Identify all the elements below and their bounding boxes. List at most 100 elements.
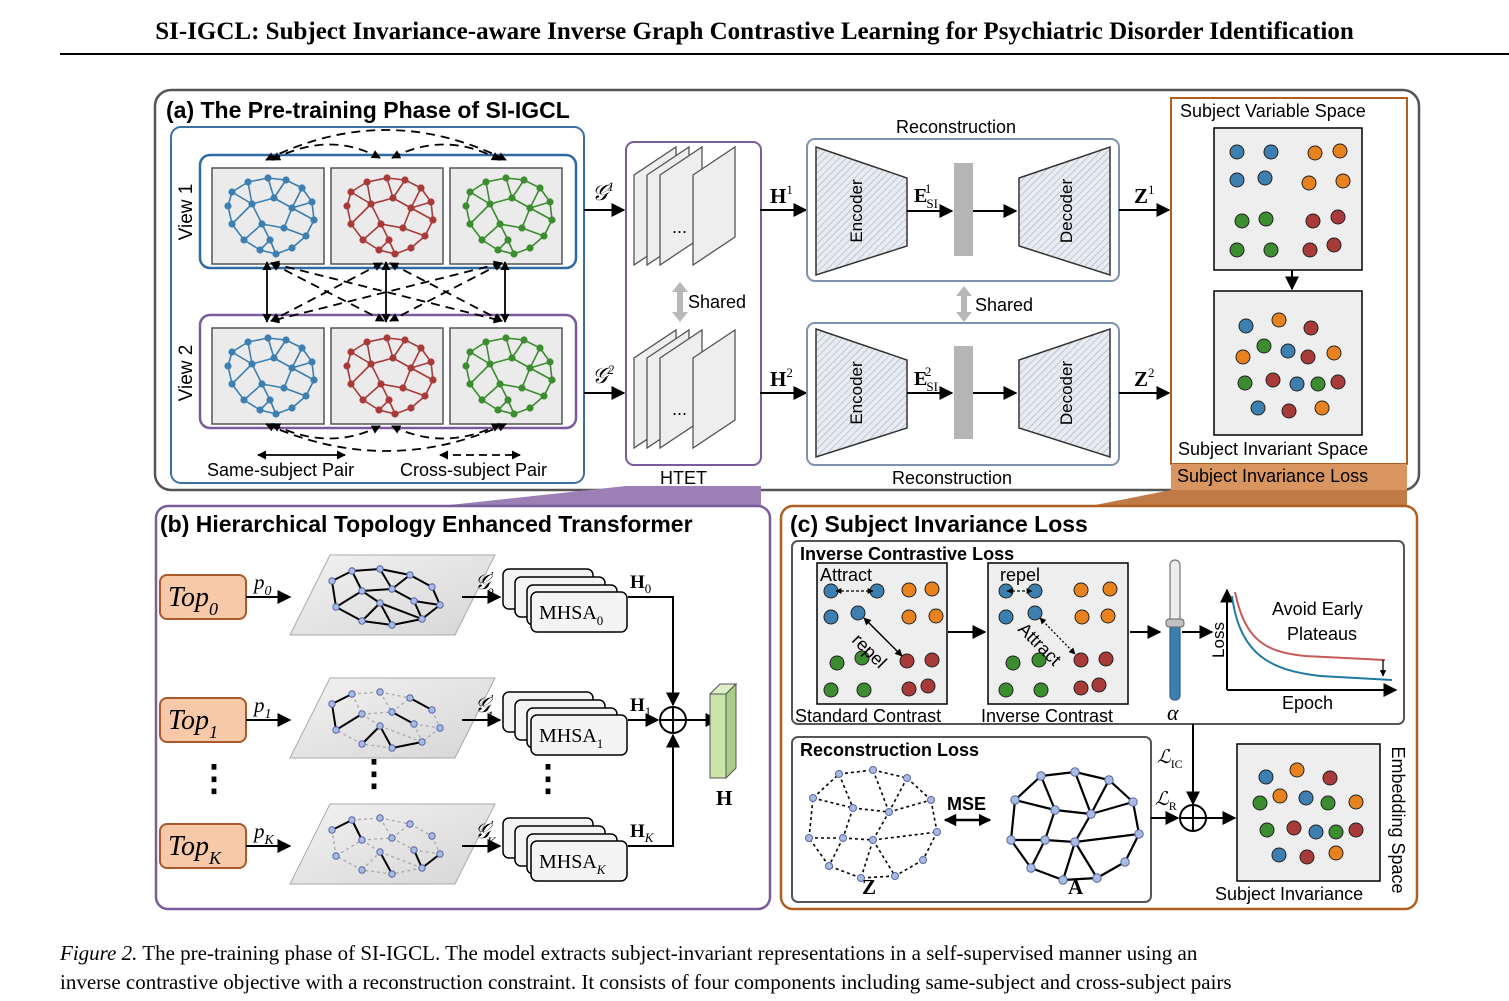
g2-label: 𝒢2 bbox=[592, 362, 615, 388]
h-label: H1 bbox=[630, 695, 651, 719]
embedding-point bbox=[1250, 400, 1266, 416]
embedding-point bbox=[1229, 144, 1245, 160]
htet-shared-arrow bbox=[672, 282, 688, 322]
icl-box bbox=[791, 540, 1405, 725]
htet-layer-stacks bbox=[633, 145, 736, 450]
attract-label-1: Attract bbox=[820, 565, 872, 585]
g1-label: 𝒢1 bbox=[592, 179, 614, 205]
lic-label: ℒIC bbox=[1157, 747, 1183, 771]
embedding-point bbox=[1348, 794, 1364, 810]
g-label: 𝒢′0 bbox=[475, 570, 494, 600]
embedding-point bbox=[1330, 374, 1346, 390]
subject-invariance-label: Subject Invariance bbox=[1215, 884, 1363, 904]
embedding-point bbox=[1326, 237, 1342, 253]
contrast-point bbox=[850, 605, 866, 621]
caption-text-1: The pre-training phase of SI-IGCL. The m… bbox=[137, 941, 1198, 965]
embedding-point bbox=[1310, 376, 1326, 392]
h-label: HK bbox=[630, 821, 655, 845]
contrast-point bbox=[1073, 652, 1089, 668]
lr-label: ℒR bbox=[1155, 789, 1177, 813]
embedding-point bbox=[1265, 372, 1281, 388]
contrast-point bbox=[823, 583, 839, 599]
contrast-point bbox=[924, 652, 940, 668]
embedding-point bbox=[1235, 349, 1251, 365]
contrast-point bbox=[1005, 655, 1021, 671]
view1-label: View 1 bbox=[176, 184, 197, 241]
p-label: pK bbox=[252, 819, 275, 848]
contrast-point bbox=[901, 681, 917, 697]
repel-label-2: repel bbox=[1000, 565, 1040, 585]
h-output-bar bbox=[708, 682, 738, 780]
ae-shared-arrow bbox=[956, 286, 972, 322]
esi1-label: ESI1 bbox=[914, 181, 938, 211]
contrast-point bbox=[1073, 680, 1089, 696]
embedding-point bbox=[1299, 849, 1315, 865]
h1-label: H1 bbox=[770, 182, 793, 208]
embedding-point bbox=[1305, 213, 1321, 229]
avoid-label-1: Avoid Early bbox=[1272, 599, 1363, 619]
embedding-point bbox=[1322, 770, 1338, 786]
graph-plane bbox=[289, 803, 496, 885]
embedding-point bbox=[1256, 338, 1272, 354]
decoder1-trapezoid bbox=[1018, 145, 1111, 277]
panel-c-frame bbox=[779, 504, 1419, 911]
contrast-point bbox=[899, 653, 915, 669]
contrast-point bbox=[1074, 609, 1090, 625]
embedding-space-label: Embedding Space bbox=[1388, 746, 1408, 893]
embedding-point bbox=[1307, 145, 1323, 161]
variable-space-label: Subject Variable Space bbox=[1180, 101, 1366, 121]
embedding-point bbox=[1300, 349, 1316, 365]
embedding-point bbox=[1252, 795, 1268, 811]
mhsa-block bbox=[530, 591, 628, 633]
encoder2-trapezoid bbox=[815, 327, 908, 459]
embedding-point bbox=[1289, 376, 1305, 392]
htet-box bbox=[625, 141, 762, 466]
contrast-point bbox=[823, 609, 839, 625]
invariance-loss-label: Subject Invariance Loss bbox=[1177, 466, 1368, 486]
loss-curve-teal bbox=[1231, 595, 1393, 681]
htet-zoom-funnel bbox=[440, 486, 761, 506]
a-label: A bbox=[1068, 875, 1084, 899]
panel-a: (a) The Pre-training Phase of SI-IGCL Vi… bbox=[153, 88, 1421, 492]
z-graph bbox=[805, 766, 941, 882]
embedding-point bbox=[1308, 824, 1324, 840]
inverse-contrast-label: Inverse Contrast bbox=[981, 706, 1113, 726]
top-label: Top1 bbox=[168, 705, 218, 742]
brain-graph bbox=[211, 167, 325, 265]
embedding-point bbox=[1348, 822, 1364, 838]
pairs-region bbox=[170, 126, 585, 484]
icl-title: Inverse Contrastive Loss bbox=[800, 544, 1014, 564]
contrast-point bbox=[1098, 651, 1114, 667]
embedding-point bbox=[1257, 170, 1273, 186]
embedding-point bbox=[1258, 769, 1274, 785]
epoch-axis-label: Epoch bbox=[1282, 693, 1333, 713]
contrast-point bbox=[998, 583, 1014, 599]
legend-same-subject: Same-subject Pair bbox=[207, 460, 354, 480]
brain-graph bbox=[211, 327, 325, 425]
h-output-label: H bbox=[716, 786, 732, 810]
alpha-slider bbox=[1165, 559, 1185, 701]
encoder2-label: Encoder bbox=[847, 361, 866, 425]
contrast-point bbox=[823, 682, 839, 698]
vdots-mhsa: ⋮ bbox=[530, 757, 566, 798]
recon-graphs bbox=[805, 766, 1144, 885]
invariant-space-label: Subject Invariant Space bbox=[1178, 439, 1368, 459]
contrast-point bbox=[1100, 608, 1116, 624]
esi1-bar bbox=[954, 163, 973, 256]
contrast-point bbox=[920, 678, 936, 694]
contrast-point bbox=[924, 581, 940, 597]
mhsa-label: MHSA1 bbox=[539, 725, 603, 751]
contrast-point bbox=[1027, 583, 1043, 599]
embedding-point bbox=[1335, 173, 1351, 189]
embedding-point bbox=[1271, 312, 1287, 328]
htet-layer bbox=[692, 145, 736, 267]
graph-plane bbox=[289, 677, 496, 759]
mhsa-label: MHSA0 bbox=[539, 602, 603, 628]
brain-graph bbox=[449, 167, 563, 265]
esi2-label: ESI2 bbox=[914, 364, 938, 394]
contrast-point bbox=[998, 609, 1014, 625]
legend-cross-subject: Cross-subject Pair bbox=[400, 460, 547, 480]
